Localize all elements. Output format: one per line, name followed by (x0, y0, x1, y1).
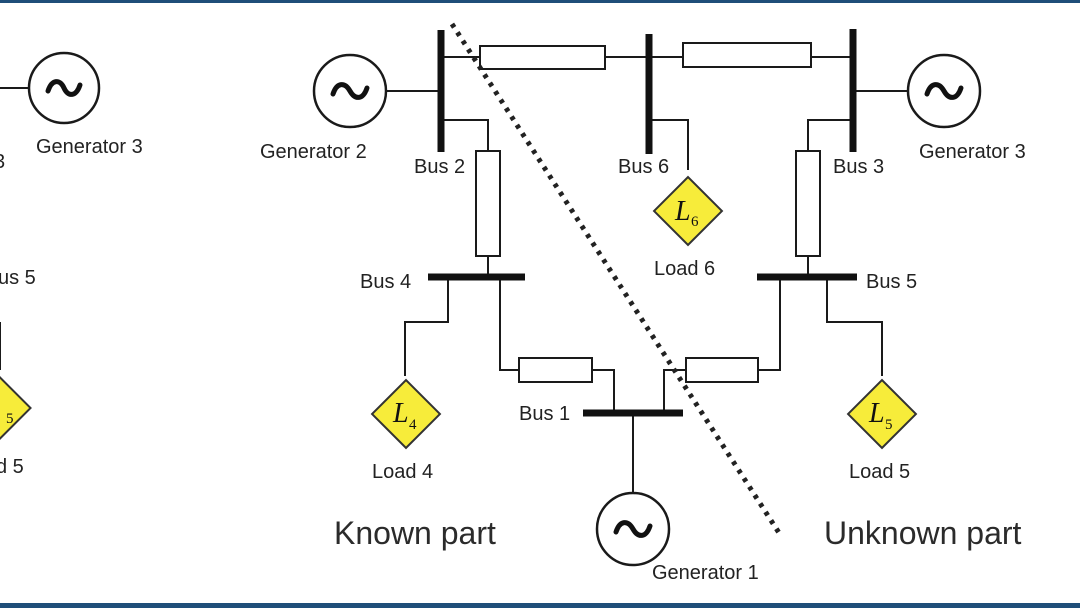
load-4: L 4 (370, 378, 442, 450)
line-bus6-bus3 (682, 42, 812, 68)
wire-bus6-load6 (649, 119, 689, 170)
generator-3 (906, 53, 982, 129)
load-4-symbol: L (392, 398, 409, 429)
labels: Generator 2 Generator 3 Generator 1 Bus … (260, 141, 1026, 584)
load-5-symbol: L (868, 398, 885, 429)
partial-bus-label-fragment: 3 (0, 151, 5, 173)
line-bus1-bus5 (685, 357, 759, 383)
wire-bus1-line15 (663, 369, 686, 413)
load-5-diamond (846, 378, 918, 450)
load-5-subscript: 5 (885, 417, 893, 433)
known-unknown-boundary (449, 22, 784, 538)
load-4-subscript: 4 (409, 417, 417, 433)
generator-1-label: Generator 1 (652, 562, 759, 584)
generator-2-label: Generator 2 (260, 141, 367, 163)
wire-line15-bus5 (758, 277, 781, 371)
bus-6-label: Bus 6 (618, 156, 669, 178)
wire-bus3-line35 (807, 119, 853, 151)
line-bus3-bus5 (795, 150, 821, 257)
bus-4-label: Bus 4 (360, 271, 411, 293)
sine-wave-icon (613, 520, 653, 538)
bus-1-label: Bus 1 (519, 403, 570, 425)
known-part-label: Known part (334, 515, 496, 551)
load-6-subscript: 6 (691, 214, 699, 230)
line-bus2-bus4 (475, 150, 501, 257)
wire-bus4-load4 (404, 277, 449, 376)
partial-generator-label: Generator 3 (36, 136, 143, 158)
partial-bus5-label-fragment: us 5 (0, 267, 36, 289)
partial-left-section: Generator 3 3 us 5 5 d 5 (0, 51, 143, 478)
load-5-label: Load 5 (849, 461, 910, 483)
frame-top-bar (0, 0, 1080, 3)
sine-wave-icon (330, 82, 370, 100)
bus-3-label: Bus 3 (833, 156, 884, 178)
unknown-part-label: Unknown part (824, 515, 1022, 551)
generator-3-label: Generator 3 (919, 141, 1026, 163)
wire-line41-bus1 (592, 369, 615, 413)
wire-bus5-load5 (826, 277, 883, 376)
load-6: L 6 (652, 175, 724, 247)
generator-1 (595, 491, 671, 567)
bus-2-label: Bus 2 (414, 156, 465, 178)
generator-2 (312, 53, 388, 129)
frame-bottom-bar (0, 603, 1080, 608)
wire-bus4-line41 (499, 277, 519, 371)
partial-load-label-fragment: d 5 (0, 456, 24, 478)
partial-load-diamond (0, 374, 32, 442)
wire-bus2-line24 (441, 119, 489, 151)
bus-5-label: Bus 5 (866, 271, 917, 293)
load-4-diamond (370, 378, 442, 450)
load-6-diamond (652, 175, 724, 247)
partial-load-symbol-fragment: 5 (6, 411, 14, 427)
load-5: L 5 (846, 378, 918, 450)
load-4-label: Load 4 (372, 461, 433, 483)
sine-wave-icon (924, 82, 964, 100)
sine-wave-icon (45, 79, 83, 97)
load-6-symbol: L (674, 196, 691, 227)
line-bus4-bus1 (518, 357, 593, 383)
buses (428, 29, 857, 417)
transmission-lines (475, 42, 821, 383)
load-6-label: Load 6 (654, 258, 715, 280)
line-bus2-bus6 (479, 45, 606, 70)
